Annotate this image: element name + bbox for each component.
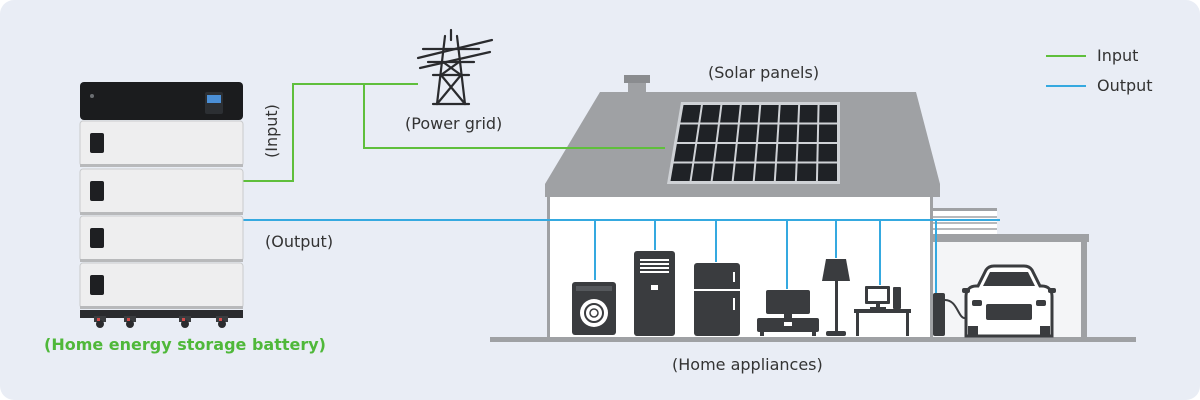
battery-module (79, 215, 244, 262)
solar-cell (673, 144, 696, 162)
battery-module-seam (80, 306, 243, 309)
legend-output-label: Output (1097, 76, 1153, 95)
power-tower-icon (416, 28, 494, 106)
battery-wheel (181, 320, 189, 328)
solar-cell (759, 105, 779, 123)
battery-modules (79, 120, 244, 309)
solar-cell (754, 163, 775, 181)
battery-module-seam (80, 164, 243, 167)
battery-module-seam (80, 212, 243, 215)
battery-module (79, 262, 244, 309)
solar-cell (737, 124, 758, 142)
solar-cell (818, 144, 837, 162)
solar-cell (691, 163, 713, 181)
garage-roof (933, 234, 1089, 242)
output-label: (Output) (265, 232, 334, 251)
battery-module-handle (90, 228, 104, 248)
battery-wheel-clip (97, 318, 100, 321)
television-icon (757, 290, 819, 336)
floor-lamp-icon (822, 259, 850, 336)
solar-cell (712, 163, 734, 181)
refrigerator-icon (694, 263, 740, 336)
solar-cell (796, 163, 817, 181)
battery-wheel (218, 320, 226, 328)
solar-cell (778, 124, 798, 142)
ground-line (490, 337, 1136, 342)
battery-wheels (94, 316, 228, 328)
solar-cell (799, 105, 818, 123)
solar-cell (677, 124, 699, 142)
battery-module-seam (80, 259, 243, 262)
solar-cell (680, 105, 701, 123)
input-line-grid-solar (243, 83, 665, 182)
solar-cell (779, 105, 799, 123)
car-icon (962, 264, 1056, 338)
solar-panels-label: (Solar panels) (708, 63, 820, 82)
legend-output-swatch (1046, 85, 1086, 87)
battery-module-handle (90, 275, 104, 295)
solar-cell (670, 163, 693, 181)
washing-machine-icon (572, 282, 616, 335)
power-grid-label: (Power grid) (405, 114, 503, 133)
solar-cell (775, 163, 796, 181)
solar-cell (797, 144, 817, 162)
legend-input-label: Input (1097, 46, 1139, 65)
legend-input-swatch (1046, 55, 1086, 57)
battery-control-unit (80, 82, 243, 120)
input-lines (243, 83, 665, 182)
battery-wheel-clip (127, 318, 130, 321)
output-lines (243, 219, 1000, 293)
air-conditioner-icon (634, 251, 675, 336)
battery-wheel (126, 320, 134, 328)
battery-module (79, 168, 244, 215)
battery-module (79, 120, 244, 167)
desktop-computer-icon (854, 286, 911, 336)
solar-panel-icon (667, 102, 840, 184)
battery-stack-icon (79, 82, 244, 328)
battery-module-handle (90, 181, 104, 201)
solar-cell (817, 163, 837, 181)
battery-wheel (96, 320, 104, 328)
solar-cell (694, 144, 716, 162)
solar-cell (819, 105, 837, 123)
battery-base (80, 310, 243, 318)
solar-cell (756, 144, 777, 162)
solar-cell (798, 124, 818, 142)
battery-wheel-clip (182, 318, 185, 321)
battery-module-handle (90, 133, 104, 153)
battery-label: (Home energy storage battery) (44, 335, 326, 354)
input-label: (Input) (262, 104, 281, 158)
solar-cell (739, 105, 760, 123)
solar-cell (733, 163, 755, 181)
ev-charger-icon (933, 293, 967, 336)
solar-cell (697, 124, 718, 142)
home-appliances-label: (Home appliances) (672, 355, 823, 374)
solar-cell (758, 124, 778, 142)
solar-cell (818, 124, 837, 142)
garage-post (1081, 242, 1087, 337)
solar-cell (735, 144, 756, 162)
solar-cell (717, 124, 738, 142)
solar-cell (720, 105, 740, 123)
chimney-cap (624, 75, 650, 83)
solar-cell (777, 144, 797, 162)
solar-cell (715, 144, 736, 162)
solar-cell (700, 105, 721, 123)
battery-wheel-clip (219, 318, 222, 321)
